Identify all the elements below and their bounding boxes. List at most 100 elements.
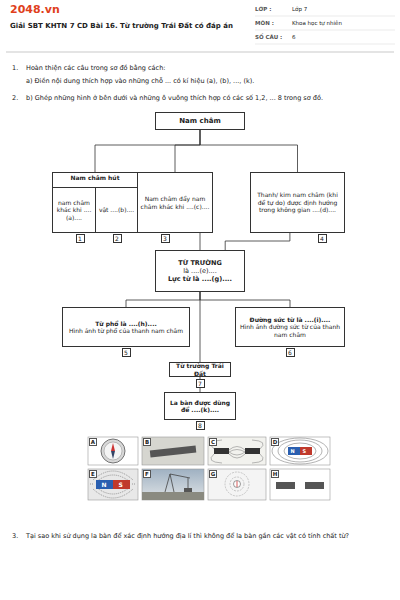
sub-box: nam châm khác khi ....(a).... <box>52 187 96 233</box>
header-rule <box>255 30 395 31</box>
callout-number: 2 <box>113 234 122 243</box>
box-heading: Từ phổ là ....(h).... <box>65 320 187 328</box>
callout-number: 8 <box>196 421 205 430</box>
compass-dial <box>104 442 122 460</box>
field-line <box>284 443 316 459</box>
concept-box: Từ phổ là ....(h)....Hình ảnh từ phổ của… <box>62 307 190 347</box>
connector-line <box>95 130 200 172</box>
panel-frame <box>270 469 330 500</box>
connector-line <box>200 292 201 362</box>
bar-magnet <box>150 446 196 458</box>
callout-number: 6 <box>286 348 295 357</box>
connector-line <box>200 233 201 250</box>
question-text: Hoàn thiện các câu trong sơ đồ bằng cách… <box>26 64 376 72</box>
question-text: a) Điền nội dung thích hợp vào những chỗ… <box>26 77 386 85</box>
question-text: b) Ghép những hình ở bên dưới và những ô… <box>26 94 391 102</box>
field-line <box>278 440 322 462</box>
connector-line <box>126 292 200 307</box>
compass-needle <box>111 451 115 459</box>
field-value: Khoa học tự nhiên <box>292 20 342 27</box>
connector-line <box>225 233 290 250</box>
box-heading: Nam châm <box>158 117 242 126</box>
pole-letter: S <box>303 448 307 455</box>
field-label: LỚP : <box>255 6 271 13</box>
field-value: Lớp 7 <box>292 6 307 13</box>
callout-number: 3 <box>161 234 170 243</box>
callout-number: 5 <box>122 348 131 357</box>
bar-magnet <box>276 482 295 489</box>
picture-letter: E <box>89 470 97 478</box>
header-divider <box>6 52 394 53</box>
picture-letter: D <box>271 438 279 446</box>
box-heading: Thanh/ kim nam châm (khi để tự do) được … <box>253 191 342 214</box>
header-rule <box>255 44 395 45</box>
panel-frame <box>142 437 204 465</box>
panel-frame <box>88 469 138 500</box>
header-rule <box>255 16 395 17</box>
compass-needle <box>111 443 115 451</box>
compass-needle <box>237 481 238 487</box>
box-text: là ....(e).... <box>158 267 242 275</box>
box-text: Lực từ là ....(g).... <box>158 275 242 283</box>
question-number: 1. <box>12 64 18 72</box>
photo-ground <box>142 492 204 500</box>
callout-number: 7 <box>196 379 205 388</box>
bar-magnet <box>245 448 260 454</box>
panel-frame <box>208 437 266 465</box>
concept-box: TỪ TRƯỜNGlà ....(e)....Lực từ là ....(g)… <box>155 250 245 292</box>
bar-magnet <box>305 482 324 489</box>
panel-frame <box>142 469 204 500</box>
concept-box: Đường sức từ là ....(i)....Hình ảnh đườn… <box>235 307 345 347</box>
callout-number: 1 <box>76 234 85 243</box>
panel-frame <box>208 469 266 500</box>
picture-letter: H <box>271 470 279 478</box>
photo-load <box>184 488 192 492</box>
box-heading: Đường sức từ là ....(i).... <box>238 316 342 324</box>
question-number: 2. <box>12 94 18 102</box>
concept-box: La bàn được dùng để ....(k).... <box>164 392 236 420</box>
field-label: MÔN : <box>255 20 274 27</box>
question-text: Tại sao khi sử dụng la bàn để xác định h… <box>26 532 366 540</box>
box-heading: vật ....(b).... <box>98 206 135 214</box>
compass-body <box>101 439 125 463</box>
site-logo: 2048.vn <box>10 3 60 17</box>
magnet-pole <box>96 480 113 489</box>
box-heading: Nam châm đẩy nam châm khác khi ....(c)..… <box>140 195 210 210</box>
field-line <box>272 438 328 464</box>
box-heading: nam châm khác khi ....(a).... <box>55 199 93 222</box>
question-number: 3. <box>12 532 18 540</box>
picture-letter: F <box>143 470 151 478</box>
panel-frame <box>88 437 138 465</box>
picture-panels <box>88 437 330 500</box>
magnet-pole <box>300 447 312 455</box>
box-heading: TỪ TRƯỜNG <box>158 259 242 267</box>
callout-number: 4 <box>318 234 327 243</box>
box-heading: Nam châm hút <box>55 174 135 182</box>
picture-letter: B <box>143 438 151 446</box>
connector-line <box>200 292 290 307</box>
field-value: 6 <box>292 34 296 41</box>
concept-box: Nam châm hút nam châm khác khi ....(a)...… <box>52 172 138 233</box>
field-line <box>225 472 249 496</box>
connector-line <box>200 130 298 172</box>
page-title: Giải SBT KHTN 7 CD Bài 16. Từ trường Trá… <box>10 22 250 31</box>
picture-letter: G <box>209 470 217 478</box>
concept-box: Thanh/ kim nam châm (khi để tự do) được … <box>250 172 345 233</box>
box-text: Hình ảnh từ phổ của thanh nam châm <box>65 327 187 335</box>
compass-body <box>234 481 241 488</box>
bar-magnet <box>214 448 229 454</box>
concept-box: Nam châm <box>155 112 245 130</box>
box-text: Hình ảnh đường sức từ của thanh nam châm <box>238 323 342 338</box>
connector-layer <box>95 130 298 392</box>
field-line <box>230 477 244 491</box>
sub-box: vật ....(b).... <box>95 187 138 233</box>
concept-box: Nam châm đẩy nam châm khác khi ....(c)..… <box>137 172 213 233</box>
pole-letter: N <box>291 448 295 455</box>
pole-letter: N <box>102 481 107 489</box>
picture-letter: A <box>89 438 97 446</box>
picture-letter: C <box>209 438 217 446</box>
concept-box: Từ trường Trái Đất <box>169 362 231 377</box>
box-heading: Từ trường Trái Đất <box>172 362 228 377</box>
